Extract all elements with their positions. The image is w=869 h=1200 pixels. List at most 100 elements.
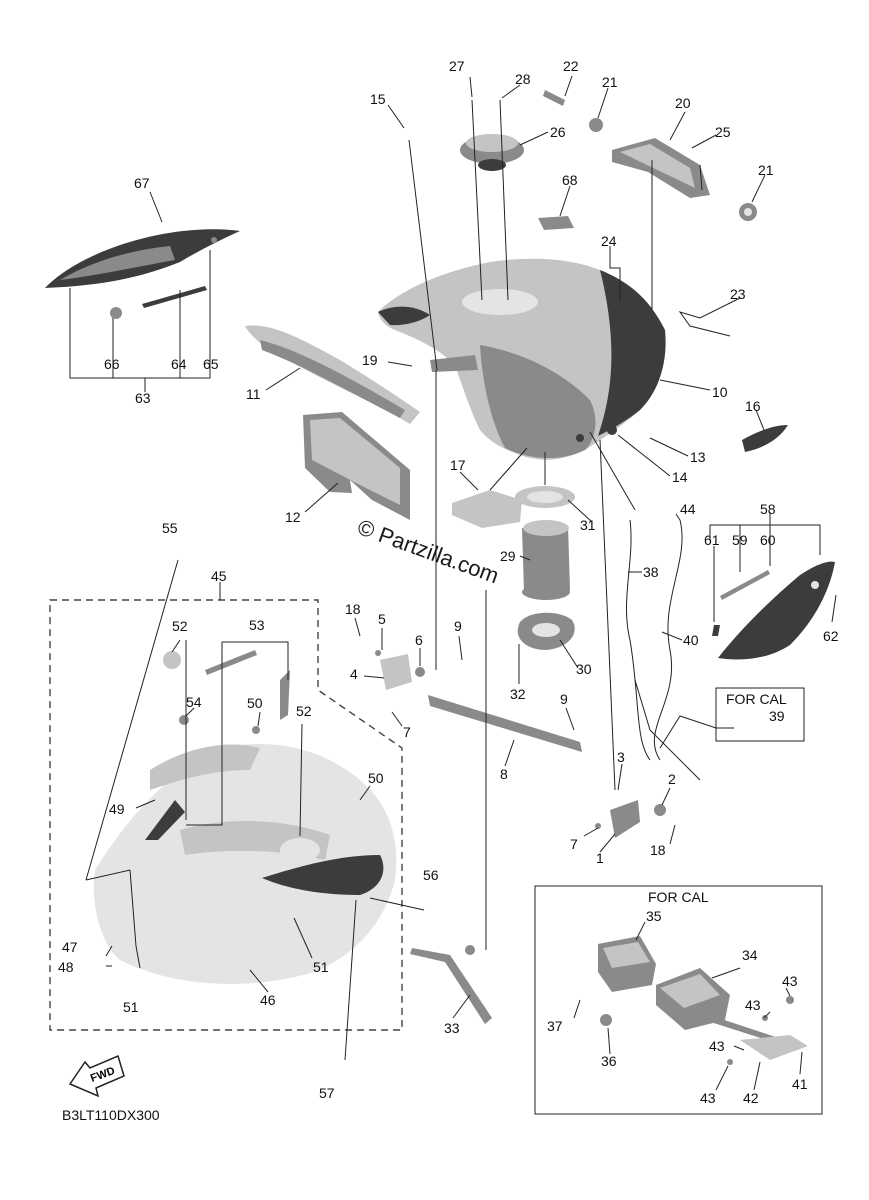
callout-47: 47 bbox=[62, 939, 78, 955]
callout-67: 67 bbox=[134, 175, 150, 191]
callout-25: 25 bbox=[715, 124, 731, 140]
callout-27: 27 bbox=[449, 58, 465, 74]
callout-40: 40 bbox=[683, 632, 699, 648]
callout-52: 52 bbox=[296, 703, 312, 719]
callout-39: 39 bbox=[769, 708, 785, 724]
callout-7: 7 bbox=[570, 836, 578, 852]
callout-41: 41 bbox=[792, 1076, 808, 1092]
callout-48: 48 bbox=[58, 959, 74, 975]
callout-21: 21 bbox=[602, 74, 618, 90]
callout-32: 32 bbox=[510, 686, 526, 702]
callout-6: 6 bbox=[415, 632, 423, 648]
callout-38: 38 bbox=[643, 564, 659, 580]
callout-64: 64 bbox=[171, 356, 187, 372]
callout-28: 28 bbox=[515, 71, 531, 87]
callout-12: 12 bbox=[285, 509, 301, 525]
cover-58-shape bbox=[712, 561, 835, 660]
bracket-20-shape bbox=[543, 90, 757, 221]
callout-33: 33 bbox=[444, 1020, 460, 1036]
callout-31: 31 bbox=[580, 517, 596, 533]
fuel-pump-shape bbox=[515, 486, 575, 650]
pad-68-shape bbox=[538, 216, 574, 230]
callout-4: 4 bbox=[350, 666, 358, 682]
callout-7: 7 bbox=[403, 724, 411, 740]
callout-19: 19 bbox=[362, 352, 378, 368]
callout-51: 51 bbox=[123, 999, 139, 1015]
side-cover-11-shape bbox=[245, 325, 420, 424]
callout-59: 59 bbox=[732, 532, 748, 548]
callout-16: 16 bbox=[745, 398, 761, 414]
callout-62: 62 bbox=[823, 628, 839, 644]
callout-13: 13 bbox=[690, 449, 706, 465]
leader-lines bbox=[69, 75, 837, 1091]
callout-52: 52 bbox=[172, 618, 188, 634]
fuel-tank-shape bbox=[378, 258, 666, 460]
callout-26: 26 bbox=[550, 124, 566, 140]
callout-49: 49 bbox=[109, 801, 125, 817]
callout-10: 10 bbox=[712, 384, 728, 400]
callout-54: 54 bbox=[186, 694, 202, 710]
lever-33-shape bbox=[410, 945, 492, 1024]
stay-8-shape bbox=[375, 650, 666, 838]
callout-65: 65 bbox=[203, 356, 219, 372]
cowl-group-dashed-box bbox=[49, 599, 403, 1031]
callout-58: 58 bbox=[760, 501, 776, 517]
callout-51: 51 bbox=[313, 959, 329, 975]
callout-24: 24 bbox=[601, 233, 617, 249]
callout-36: 36 bbox=[601, 1053, 617, 1069]
callout-43: 43 bbox=[709, 1038, 725, 1054]
callout-14: 14 bbox=[672, 469, 688, 485]
callout-21: 21 bbox=[758, 162, 774, 178]
callout-60: 60 bbox=[760, 532, 776, 548]
fwd-arrow-icon bbox=[68, 1054, 125, 1098]
fuel-cap-shape bbox=[460, 134, 524, 171]
callout-61: 61 bbox=[704, 532, 720, 548]
callout-43: 43 bbox=[700, 1090, 716, 1106]
callout-42: 42 bbox=[743, 1090, 759, 1106]
for-cal-label-39: FOR CAL bbox=[726, 691, 787, 707]
callout-45: 45 bbox=[211, 568, 227, 584]
callout-22: 22 bbox=[563, 58, 579, 74]
callout-17: 17 bbox=[450, 457, 466, 473]
hoses-shape bbox=[625, 519, 701, 781]
callout-44: 44 bbox=[680, 501, 696, 517]
callout-15: 15 bbox=[370, 91, 386, 107]
callout-34: 34 bbox=[742, 947, 758, 963]
cover-12-shape bbox=[303, 412, 410, 520]
callout-50: 50 bbox=[247, 695, 263, 711]
callout-labels: 1 2 3 4 5 6 7 7 8 9 9 10 11 12 13 14 15 … bbox=[58, 58, 839, 1106]
callout-23: 23 bbox=[730, 286, 746, 302]
cowl-45-shape bbox=[93, 650, 397, 984]
callout-37: 37 bbox=[547, 1018, 563, 1034]
pad-16-shape bbox=[742, 425, 788, 452]
callout-30: 30 bbox=[576, 661, 592, 677]
plate-17-shape bbox=[452, 490, 522, 528]
callout-9: 9 bbox=[454, 618, 462, 634]
callout-68: 68 bbox=[562, 172, 578, 188]
callout-1: 1 bbox=[596, 850, 604, 866]
side-cover-panel-shape bbox=[45, 229, 240, 319]
callout-3: 3 bbox=[617, 749, 625, 765]
callout-5: 5 bbox=[378, 611, 386, 627]
callout-43: 43 bbox=[782, 973, 798, 989]
callout-57: 57 bbox=[319, 1085, 335, 1101]
callout-43: 43 bbox=[745, 997, 761, 1013]
callout-20: 20 bbox=[675, 95, 691, 111]
diagram-code: B3LT110DX300 bbox=[62, 1107, 160, 1123]
callout-2: 2 bbox=[668, 771, 676, 787]
callout-9: 9 bbox=[560, 691, 568, 707]
callout-18: 18 bbox=[650, 842, 666, 858]
callout-55: 55 bbox=[162, 520, 178, 536]
callout-29: 29 bbox=[500, 548, 516, 564]
for-cal-box-canister bbox=[534, 885, 823, 1115]
callout-11: 11 bbox=[246, 386, 261, 402]
canister-shape bbox=[598, 936, 808, 1065]
for-cal-label-canister: FOR CAL bbox=[648, 889, 709, 905]
for-cal-box-39 bbox=[715, 687, 805, 742]
callout-50: 50 bbox=[368, 770, 384, 786]
callout-53: 53 bbox=[249, 617, 265, 633]
callout-8: 8 bbox=[500, 766, 508, 782]
callout-56: 56 bbox=[423, 867, 439, 883]
callout-63: 63 bbox=[135, 390, 151, 406]
